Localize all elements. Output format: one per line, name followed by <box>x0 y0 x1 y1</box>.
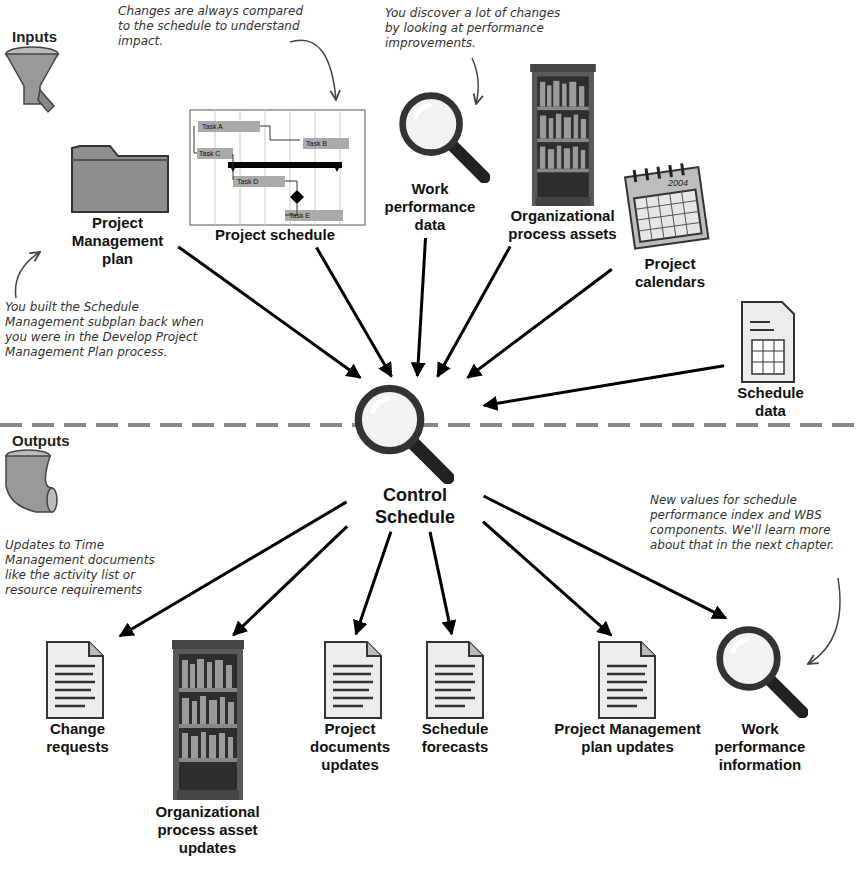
icon-area <box>410 638 500 720</box>
note: Changes are always compared to the sched… <box>118 4 308 49</box>
process-item: Schedule data <box>728 296 813 420</box>
process-item: Project Management plan <box>60 138 175 268</box>
task-label: Task D <box>237 178 281 186</box>
flow-arrow <box>483 522 611 636</box>
node-caption: Change requests <box>30 720 125 756</box>
node-caption: Project Management plan updates <box>540 720 715 756</box>
task-label: Task E <box>289 212 339 220</box>
node-caption: Organizational process assets <box>495 207 630 243</box>
flow-arrow <box>430 532 452 634</box>
flow-arrow <box>484 366 724 406</box>
node-caption: Project schedule <box>185 226 365 244</box>
node-caption: Project calendars <box>615 255 725 291</box>
icon-area <box>728 296 813 384</box>
task-label: Task B <box>306 140 346 148</box>
process-item: Work performance information <box>700 620 820 774</box>
node-caption: Work performance information <box>700 720 820 774</box>
node-caption: Work performance data <box>375 180 485 234</box>
node-caption: Control Schedule <box>350 484 480 528</box>
icon-area <box>30 638 125 720</box>
node-caption: Schedule forecasts <box>410 720 500 756</box>
flow-arrow <box>178 247 360 378</box>
node-caption: Project documents updates <box>300 720 400 774</box>
process-item: Schedule forecasts <box>410 638 500 756</box>
icon-area <box>300 638 400 720</box>
note: New values for schedule performance inde… <box>650 493 855 553</box>
node-caption: Project Management plan <box>60 214 175 268</box>
process-item: Project Management plan updates <box>540 638 715 756</box>
flow-arrow <box>233 526 347 635</box>
flow-arrow <box>317 248 392 377</box>
process-item: Project documents updates <box>300 638 400 774</box>
section-heading: Inputs <box>12 28 92 46</box>
node-caption: Schedule data <box>728 384 813 420</box>
note: You discover a lot of changes by looking… <box>385 6 570 51</box>
icon-area <box>615 160 725 255</box>
process-item: Organizational process asset updates <box>150 638 265 857</box>
icon-area <box>540 638 715 720</box>
section-heading: Outputs <box>12 432 92 450</box>
flow-arrow <box>468 269 612 377</box>
icon-area <box>375 88 485 180</box>
task-label: Task C <box>199 150 233 158</box>
flow-arrow <box>120 502 347 636</box>
note: You built the Schedule Management subpla… <box>5 300 220 360</box>
icon-area <box>150 638 265 803</box>
process-item: Work performance data <box>375 88 485 234</box>
icon-area <box>350 380 480 484</box>
flow-arrow <box>417 238 425 376</box>
flow-arrow <box>438 247 511 377</box>
process-item: Organizational process assets <box>495 62 630 243</box>
icon-area <box>700 620 820 720</box>
icon-area <box>60 138 175 214</box>
process-item: Change requests <box>30 638 125 756</box>
calendar-year: 2004 <box>668 178 698 188</box>
flow-arrow <box>356 532 391 634</box>
node-caption: Organizational process asset updates <box>150 803 265 857</box>
process-hub: Control Schedule <box>350 380 480 528</box>
task-label: Task A <box>202 123 252 131</box>
note: Updates to Time Management documents lik… <box>5 538 165 598</box>
icon-area <box>495 62 630 207</box>
